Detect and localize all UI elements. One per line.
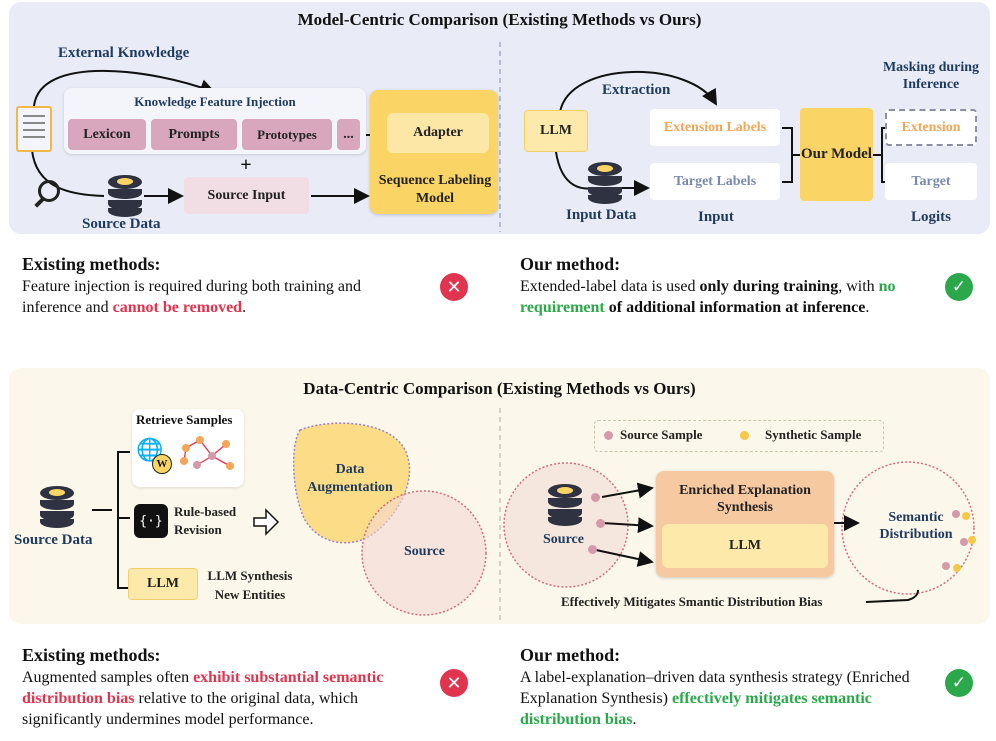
data-augmentation-label: Data Augmentation (307, 462, 393, 495)
synthetic-sample-dot (968, 536, 976, 544)
synthetic-sample-dot (942, 562, 950, 570)
source-data-label-bottom: Source Data (14, 532, 93, 548)
wiki-icon: W (152, 454, 172, 474)
synthetic-sample-dot (953, 564, 961, 572)
source-sample-dot (588, 545, 597, 554)
our-model-box: Our Model (800, 108, 873, 201)
synthetic-sample-dot (960, 538, 968, 546)
kfi-item-lexicon: Lexicon (68, 119, 146, 150)
input-label: Input (698, 209, 734, 225)
synthetic-sample-dot (740, 431, 749, 440)
our-method-heading-bottom: Our method: (520, 645, 621, 665)
data-centric-title: Data-Centric Comparison (Existing Method… (303, 379, 696, 398)
external-knowledge-label: External Knowledge (58, 45, 190, 61)
database-icon (548, 484, 582, 526)
code-icon: {·} (134, 504, 168, 538)
plus-sign: + (240, 153, 252, 176)
search-icon (38, 180, 60, 202)
existing-methods-heading-top: Existing methods: (22, 254, 161, 274)
cross-icon: ✕ (440, 273, 468, 301)
our-method-heading-top: Our method: (520, 254, 621, 274)
input-data-label: Input Data (566, 207, 637, 223)
synthetic-sample-dot (952, 510, 960, 518)
target-labels-box: Target Labels (650, 163, 780, 200)
enriched-label: Enriched Explanation Synthesis (679, 483, 811, 515)
legend-source-label: Source Sample (620, 427, 703, 442)
kfi-item-prompts: Prompts (151, 119, 237, 150)
source-sample-dot (591, 493, 600, 502)
sequence-labeling-model-label: Sequence Labeling Model (378, 173, 492, 206)
check-icon: ✓ (945, 273, 973, 301)
source-label-left: Source (404, 544, 445, 559)
llm-box-bottom-left: LLM (128, 568, 198, 600)
extension-labels-box: Extension Labels (650, 109, 780, 146)
database-icon (588, 162, 622, 204)
kfi-title: Knowledge Feature Injection (134, 94, 296, 109)
masking-label: Masking during Inference (882, 60, 980, 92)
source-data-label-top: Source Data (82, 216, 161, 232)
target-logit-box: Target (885, 163, 977, 200)
source-sample-dot (596, 519, 605, 528)
mitigates-label: Effectively Mitigates Smantic Distributi… (561, 594, 823, 609)
semantic-distribution-label: Semantic Distribution (879, 510, 953, 542)
check-icon: ✓ (945, 669, 973, 697)
database-icon (40, 486, 74, 528)
legend-box (594, 420, 884, 452)
kfi-item-prototypes: Prototypes (242, 119, 332, 150)
rule-based-label: Rule-based Revision (174, 504, 237, 537)
cross-icon: ✕ (440, 669, 468, 697)
logits-label: Logits (911, 209, 952, 225)
extension-logit-box: Extension (885, 109, 977, 146)
llm-box-top: LLM (524, 110, 588, 152)
source-input-box: Source Input (184, 177, 309, 214)
database-icon (108, 175, 142, 217)
our-method-text-bottom: A label-explanation–driven data synthesi… (520, 669, 910, 728)
model-centric-title: Model-Centric Comparison (Existing Metho… (297, 10, 702, 29)
our-method-text-top: Extended-label data is used only during … (520, 278, 896, 316)
existing-methods-heading-bottom: Existing methods: (22, 645, 161, 665)
source-label-right: Source (543, 532, 584, 547)
legend-synthetic-label: Synthetic Sample (765, 427, 862, 442)
source-sample-dot (604, 431, 613, 440)
adapter-box: Adapter (387, 113, 489, 153)
retrieve-samples-label: Retrieve Samples (136, 412, 233, 427)
existing-methods-text-bottom: Augmented samples often exhibit substant… (22, 669, 384, 728)
extraction-label: Extraction (602, 82, 671, 98)
kfi-item-more: ... (337, 119, 360, 150)
llm-synthesis-label: LLM Synthesis New Entities (207, 568, 293, 602)
llm-box-bottom-right: LLM (662, 524, 828, 568)
existing-methods-text-top: Feature injection is required during bot… (22, 278, 362, 316)
synthetic-sample-dot (962, 512, 970, 520)
document-icon (16, 106, 52, 152)
